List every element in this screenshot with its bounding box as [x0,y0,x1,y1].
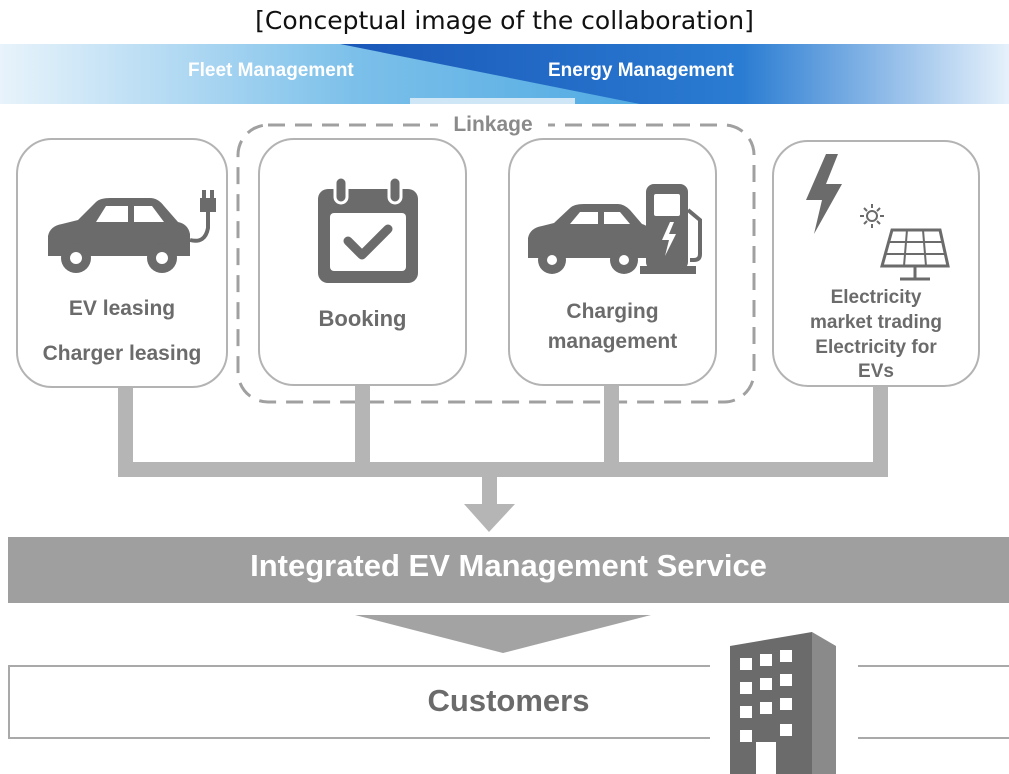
integrated-service-label: Integrated EV Management Service [250,548,767,583]
energy-management-label: Energy Management [548,60,734,81]
energy-management-band [340,44,1009,104]
electricity-card: Electricity market trading Electricity f… [772,140,980,387]
office-building-icon [730,632,836,774]
ev-leasing-label: EV leasing [68,297,176,320]
electricity-for-label: Electricity for [815,337,937,358]
charger-leasing-label: Charger leasing [42,342,202,365]
solar-panel-icon [860,204,950,281]
management-banner [0,44,1009,104]
ev-car-plug-icon [48,190,216,273]
customers-band-lines [8,665,1009,739]
charging-management-card: Charging management [508,138,717,386]
charging-label: Charging [566,300,659,323]
diagram-caption: [Conceptual image of the collaboration] [255,6,754,35]
electricity-label: Electricity [830,287,922,308]
integrated-service-bar [8,537,1009,603]
down-arrow-head [464,504,515,532]
booking-label: Booking [318,306,407,331]
booking-card: Booking [258,138,467,386]
lightning-bolt-icon [806,154,842,234]
fleet-management-label: Fleet Management [188,60,354,81]
service-to-customers-chevron [355,615,651,653]
connector-lines [118,385,888,532]
customers-label: Customers [427,683,590,718]
evs-label: EVs [858,361,894,382]
linkage-label: Linkage [438,113,548,137]
calendar-check-icon [318,175,418,283]
ev-leasing-card: EV leasing Charger leasing [16,138,228,388]
car-charging-station-icon [528,184,702,274]
market-trading-label: market trading [810,312,942,333]
management-label: management [547,330,678,353]
